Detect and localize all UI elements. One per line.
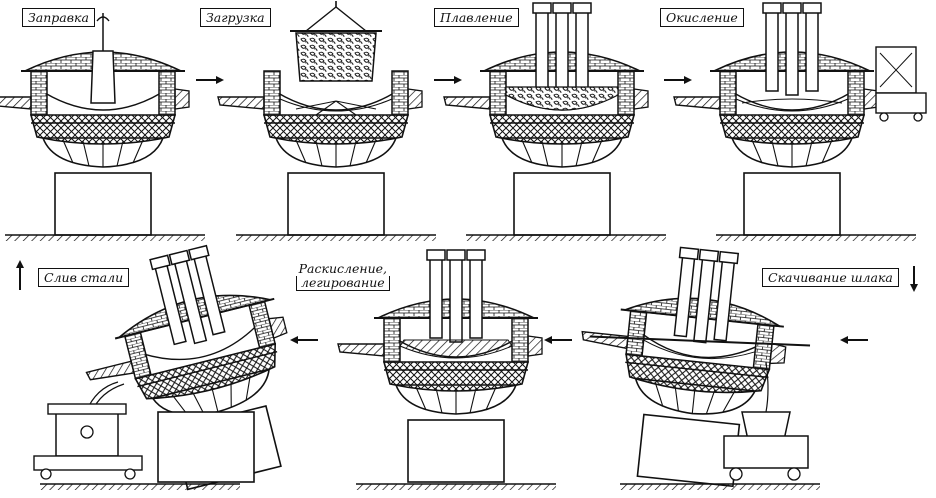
label-melting: Плавление	[434, 8, 519, 27]
ground	[715, 234, 917, 242]
arrow-right-2	[433, 75, 463, 85]
ground	[465, 234, 667, 242]
ground	[4, 234, 206, 242]
furnace-slag-removal	[567, 246, 811, 492]
ladle-car-left	[33, 403, 143, 480]
arrow-up-left	[16, 260, 24, 290]
label-oxidation: Окисление	[660, 8, 744, 27]
ground	[235, 234, 437, 242]
arrow-left-2	[543, 335, 573, 345]
label-deoxidation-line2: легирование	[296, 276, 390, 291]
label-charging: Загрузка	[200, 8, 271, 27]
ground	[39, 483, 241, 491]
ground	[619, 483, 821, 491]
label-deoxidation: Раскисление, легирование	[296, 262, 390, 291]
furnace-melting	[443, 2, 649, 236]
label-slag-removal: Скачивание шлака	[762, 268, 899, 287]
label-deoxidation-line1: Раскисление,	[298, 261, 388, 276]
arrow-left-3	[289, 335, 319, 345]
label-tapping: Слив стали	[38, 268, 130, 287]
label-refill: Заправка	[22, 8, 95, 27]
furnace-charging	[217, 1, 423, 236]
arrow-left-1	[839, 335, 869, 345]
furnace-refill	[0, 13, 190, 236]
arrow-right-3	[663, 75, 693, 85]
arrow-right-1	[195, 75, 225, 85]
furnace-oxidation	[673, 2, 927, 236]
arrow-down-right	[910, 266, 918, 292]
ground	[355, 483, 557, 491]
slag-car-right	[723, 411, 809, 481]
furnace-deoxidation	[337, 249, 543, 483]
